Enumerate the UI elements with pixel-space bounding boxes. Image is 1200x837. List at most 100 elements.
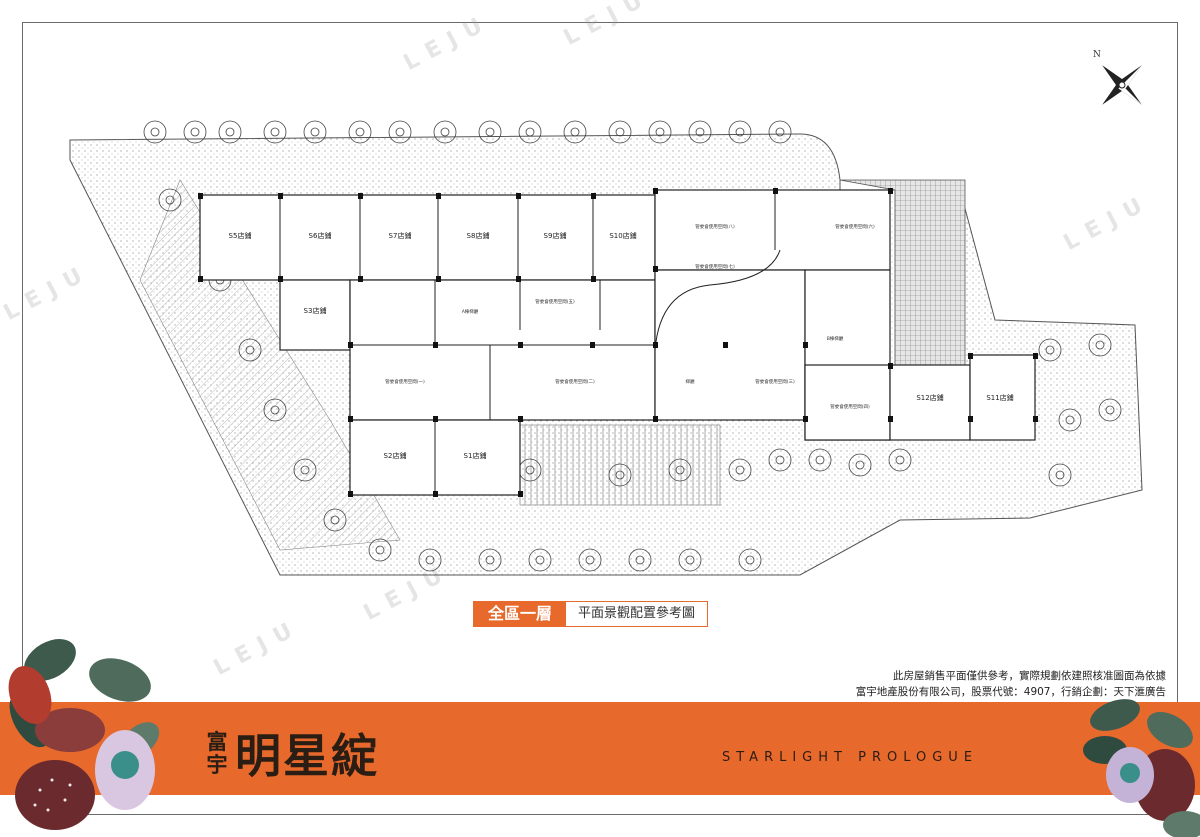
tree-icon bbox=[1065, 415, 1075, 425]
tree-icon bbox=[728, 120, 752, 144]
column bbox=[433, 342, 438, 348]
tree-icon bbox=[525, 465, 535, 475]
column bbox=[348, 491, 353, 497]
shop-label: S6店鋪 bbox=[309, 231, 332, 240]
tree-icon bbox=[745, 555, 755, 565]
tree-icon bbox=[1055, 470, 1065, 480]
tree-icon bbox=[1095, 340, 1105, 350]
tree-icon bbox=[615, 127, 625, 137]
column bbox=[1033, 353, 1038, 359]
shop-label: S9店鋪 bbox=[544, 231, 567, 240]
tree-icon bbox=[563, 120, 587, 144]
tree-icon bbox=[685, 555, 695, 565]
tree-icon bbox=[485, 127, 495, 137]
floral-decoration-icon bbox=[0, 620, 175, 837]
tree-icon bbox=[1045, 345, 1055, 355]
tree-icon bbox=[525, 127, 535, 137]
tree-icon bbox=[608, 463, 632, 487]
tree-icon bbox=[143, 120, 167, 144]
column bbox=[590, 342, 595, 348]
tree-icon bbox=[263, 120, 287, 144]
page-frame bbox=[22, 22, 1178, 815]
tree-icon bbox=[570, 127, 580, 137]
tree-icon bbox=[355, 127, 365, 137]
tree-icon bbox=[848, 453, 872, 477]
tree-icon bbox=[688, 120, 712, 144]
shop-label: S12店鋪 bbox=[916, 393, 943, 402]
room-label: 管委會使用空間(一) bbox=[385, 378, 425, 385]
column bbox=[436, 276, 441, 282]
tree-icon bbox=[768, 120, 792, 144]
column bbox=[433, 416, 438, 422]
column bbox=[968, 416, 973, 422]
company-char: 富 bbox=[206, 729, 228, 754]
caption-sub: 平面景觀配置參考圖 bbox=[566, 602, 708, 626]
column bbox=[888, 188, 893, 194]
column bbox=[888, 363, 893, 369]
tree-icon bbox=[165, 195, 175, 205]
tree-icon bbox=[270, 127, 280, 137]
tree-icon bbox=[388, 120, 412, 144]
tree-icon bbox=[433, 120, 457, 144]
tree-icon bbox=[1048, 463, 1072, 487]
column bbox=[773, 188, 778, 194]
tree-icon bbox=[375, 545, 385, 555]
tree-icon bbox=[395, 127, 405, 137]
room-label: B棟梯廳 bbox=[827, 335, 844, 342]
disclaimer: 此房屋銷售平面僅供參考，實際規劃依建照核准圖面為依據 富宇地產股份有限公司，股票… bbox=[856, 668, 1166, 700]
tree-icon bbox=[888, 448, 912, 472]
column bbox=[348, 416, 353, 422]
tree-icon bbox=[418, 548, 442, 572]
column bbox=[348, 342, 353, 348]
room-label: 梯廳 bbox=[686, 378, 695, 385]
column bbox=[803, 416, 808, 422]
room-label: 管委會使用空間(二) bbox=[555, 378, 595, 385]
column bbox=[968, 353, 973, 359]
company-char: 宇 bbox=[206, 752, 228, 777]
tree-icon bbox=[190, 127, 200, 137]
room-label: 管委會使用空間(八) bbox=[695, 223, 735, 230]
column bbox=[653, 188, 658, 194]
north-label: N bbox=[1093, 50, 1101, 60]
brand-logo: 富 宇 明星綻 bbox=[205, 718, 379, 788]
tree-icon bbox=[440, 127, 450, 137]
floor-plan: S5店鋪 S6店鋪 S7店鋪 S8店鋪 S9店鋪 S10店鋪 S3店鋪 S2店鋪… bbox=[60, 120, 1160, 580]
column bbox=[518, 491, 523, 497]
floral-decoration-icon bbox=[1075, 695, 1200, 837]
tree-icon bbox=[150, 127, 160, 137]
shop-label: S10店鋪 bbox=[609, 231, 636, 240]
tree-icon bbox=[728, 458, 752, 482]
shop-label: S8店鋪 bbox=[467, 231, 490, 240]
tree-icon bbox=[648, 120, 672, 144]
shop-label: S1店鋪 bbox=[464, 451, 487, 460]
tree-icon bbox=[158, 188, 182, 212]
tree-icon bbox=[238, 338, 262, 362]
tree-icon bbox=[485, 555, 495, 565]
column bbox=[516, 276, 521, 282]
room-label: 管委會使用空間(三) bbox=[755, 378, 795, 385]
tree-icon bbox=[855, 460, 865, 470]
shop-label: S7店鋪 bbox=[389, 231, 412, 240]
tree-icon bbox=[735, 127, 745, 137]
column bbox=[518, 342, 523, 348]
disclaimer-line: 此房屋銷售平面僅供參考，實際規劃依建照核准圖面為依據 bbox=[893, 670, 1166, 682]
tree-icon bbox=[608, 120, 632, 144]
column bbox=[198, 276, 203, 282]
shop-label: S2店鋪 bbox=[384, 451, 407, 460]
tree-icon bbox=[368, 538, 392, 562]
column bbox=[803, 342, 808, 348]
column bbox=[436, 193, 441, 199]
tree-icon bbox=[293, 458, 317, 482]
tree-icon bbox=[695, 127, 705, 137]
tree-icon bbox=[348, 120, 372, 144]
tree-icon bbox=[775, 455, 785, 465]
tree-icon bbox=[1088, 333, 1112, 357]
slogan: STARLIGHT PROLOGUE bbox=[722, 750, 979, 765]
tree-icon bbox=[628, 548, 652, 572]
tree-icon bbox=[578, 548, 602, 572]
brand-band bbox=[0, 702, 1200, 795]
shop-label: S11店鋪 bbox=[986, 393, 1013, 402]
column bbox=[278, 193, 283, 199]
tree-icon bbox=[635, 555, 645, 565]
shop-label: S5店鋪 bbox=[229, 231, 252, 240]
